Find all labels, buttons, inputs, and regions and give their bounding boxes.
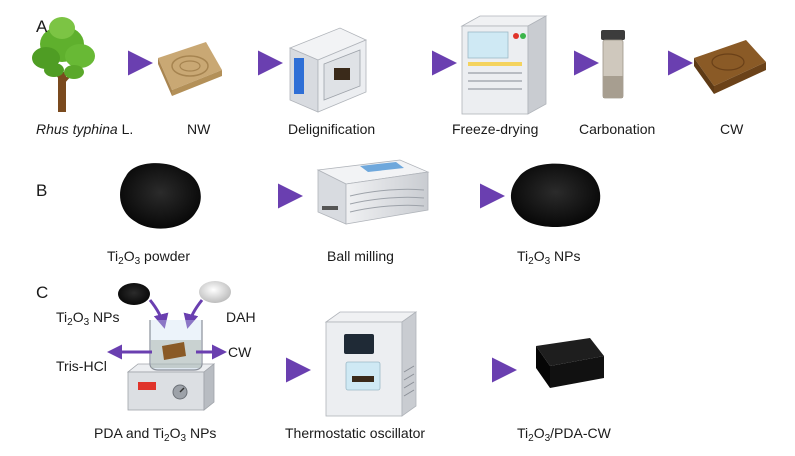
dah-powder-icon: [199, 281, 231, 303]
label-freeze-drying: Freeze-drying: [452, 121, 539, 137]
carbon-wood-icon: [694, 40, 766, 94]
label-cw-c: CW: [228, 344, 252, 360]
label-dah: DAH: [226, 309, 256, 325]
panel-letter-c: C: [36, 283, 49, 302]
label-ti2o3-nps-b: Ti2O3 NPs: [517, 248, 581, 267]
label-cw-a: CW: [720, 121, 744, 137]
label-carbonation: Carbonation: [579, 121, 656, 137]
label-thermostatic-oscillator: Thermostatic oscillator: [285, 425, 426, 441]
ti2o3-nps-icon: [510, 163, 601, 227]
natural-wood-icon: [158, 42, 222, 96]
label-rhus-typhina: Rhus typhina L.: [36, 121, 133, 137]
label-ti2o3-nps-c: Ti2O3 NPs: [56, 309, 120, 328]
label-rhus-typhina-suffix: L.: [117, 121, 134, 137]
oven-icon: [288, 27, 367, 113]
magnetic-stirrer-icon: [126, 363, 216, 411]
freeze-dryer-icon: [460, 15, 548, 115]
label-delignification: Delignification: [288, 121, 376, 137]
ti2o3-pda-cw-icon: [536, 338, 604, 388]
tree-icon: [32, 17, 95, 112]
dah-inflow-arrow: [183, 299, 204, 329]
ball-mill-icon: [316, 159, 430, 225]
ti2o3-powder-icon: [120, 163, 201, 229]
label-rhus-typhina-italic: Rhus typhina: [36, 121, 118, 137]
thermostatic-oscillator-icon: [324, 311, 418, 417]
label-tris-hcl: Tris-HCl: [56, 358, 107, 374]
carbonization-tube-icon: [601, 30, 625, 99]
panel-letter-a: A: [36, 17, 48, 36]
nps-inflow-arrow: [148, 299, 169, 329]
label-ball-milling: Ball milling: [327, 248, 394, 264]
label-pda-ti2o3: PDA and Ti2O3 NPs: [94, 425, 217, 444]
beaker-icon: [149, 320, 203, 371]
label-nw: NW: [187, 121, 211, 137]
ti2o3-nps-small-icon: [118, 283, 150, 305]
label-ti2o3-pda-cw: Ti2O3/PDA-CW: [517, 425, 611, 444]
panel-letter-b: B: [36, 181, 48, 200]
label-ti2o3-powder: Ti2O3 powder: [107, 248, 190, 267]
